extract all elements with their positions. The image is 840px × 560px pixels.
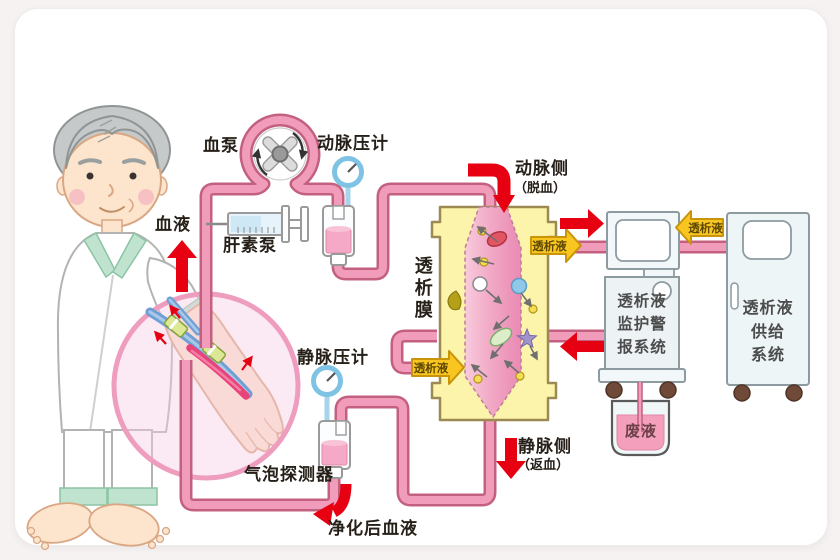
arterial-inlet-arrow	[468, 163, 515, 213]
red-blood-cell	[486, 230, 508, 248]
patient-hair	[65, 115, 159, 169]
arterial-drip-chamber	[322, 205, 355, 266]
label-arterial-side: 动脉侧	[515, 159, 569, 179]
label-blood: 血液	[155, 215, 191, 235]
purified-blood-arrow	[313, 483, 352, 526]
label-supply-machine: 透析液 供给 系统	[742, 298, 794, 364]
label-arterial-pressure-gauge: 动脉压计	[317, 134, 389, 154]
dialysate-out-arrow	[560, 209, 604, 238]
wheel	[785, 384, 803, 402]
label-purified-blood: 净化后血液	[328, 519, 418, 539]
blood-up-arrow	[167, 240, 197, 292]
supply-handle	[730, 282, 739, 310]
label-dialysate-machines: 透析液	[688, 221, 723, 235]
waste-drop	[447, 290, 462, 311]
venous-pressure-gauge-icon	[311, 365, 343, 424]
patient-feet	[26, 502, 171, 551]
virus-star	[515, 327, 538, 349]
monitor-dial	[652, 281, 672, 301]
patient-face	[62, 132, 162, 228]
label-dialysate-top: 透析液	[532, 239, 567, 253]
label-bubble-detector: 气泡探测器	[244, 465, 334, 485]
dialyzer-particles	[447, 225, 538, 384]
dialysate-flow-arrows	[411, 210, 724, 385]
label-dialysis-membrane: 透析膜	[411, 256, 433, 322]
blood-pump-icon	[251, 127, 309, 181]
dialysate-supply-machine	[726, 212, 810, 402]
monitor-screen	[615, 219, 671, 262]
fistula-vessels	[145, 296, 253, 400]
label-monitor-machine: 透析液 监护警 报系统	[617, 292, 667, 356]
label-venous-side: 静脉侧	[518, 437, 572, 457]
supply-window	[742, 220, 792, 260]
dialysate-monitor-machine	[598, 211, 686, 399]
venous-return-arrow	[496, 438, 526, 479]
label-dialysate-bottom: 透析液	[413, 361, 449, 375]
label-blood-pump: 血泵	[203, 136, 239, 156]
dialysate-arrow-machines	[675, 210, 724, 245]
wheel	[659, 381, 677, 399]
venous-drip-chamber	[318, 420, 351, 479]
waste-fluid	[616, 414, 665, 451]
bacterium	[489, 327, 513, 347]
arterial-pressure-gauge-icon	[332, 156, 364, 212]
wheel	[733, 384, 751, 402]
label-heparin-pump: 肝素泵	[223, 236, 277, 256]
flow-arrows-red	[167, 163, 604, 526]
fistula-needle-1	[163, 314, 189, 338]
wheel	[605, 381, 623, 399]
label-arterial-side-note: （脱血）	[514, 181, 567, 196]
dialysate-in-arrow	[560, 332, 604, 361]
dialysate-arrow-bottom	[411, 350, 465, 385]
label-waste-liquid: 废液	[624, 422, 657, 440]
label-venous-pressure-gauge: 静脉压计	[297, 348, 369, 368]
label-venous-side-note: （返血）	[517, 458, 570, 473]
heparin-pump-icon	[206, 205, 309, 243]
waste-container	[610, 382, 671, 457]
dialysate-arrow-top	[530, 228, 582, 263]
